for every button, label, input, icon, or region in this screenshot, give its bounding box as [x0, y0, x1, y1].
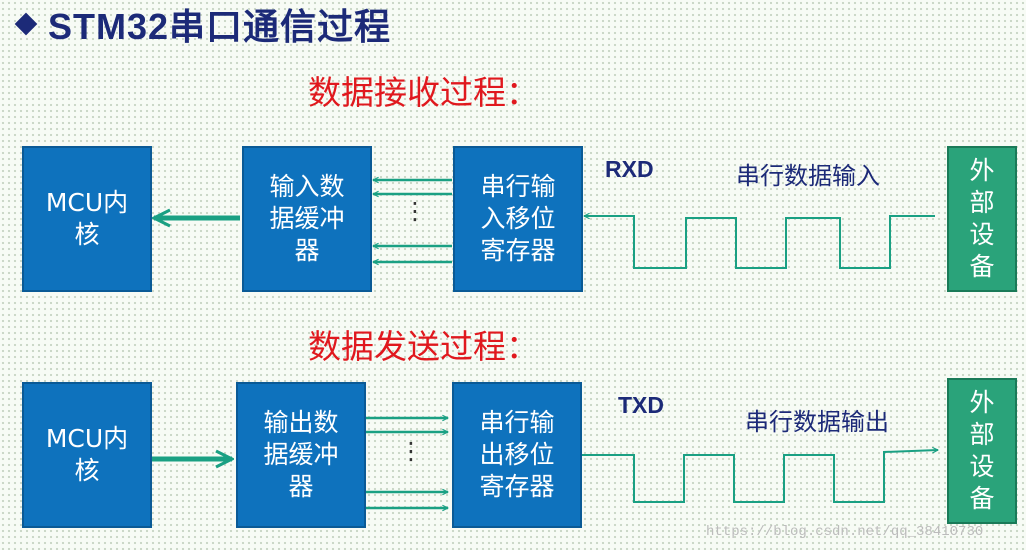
receive-parallel-ellipsis: ⋮ [403, 197, 427, 225]
receive-shift-register-label: 串行输入移位寄存器 [480, 172, 556, 265]
transmit-shift-register-label: 串行输出移位寄存器 [479, 408, 555, 501]
watermark-url: https://blog.csdn.net/qq_38410730 [706, 524, 984, 540]
transmit-parallel-ellipsis: ⋮ [399, 437, 423, 465]
rxd-pin-label: RXD [605, 156, 654, 182]
transmit-mcu-core-label: MCU内核 [45, 424, 129, 485]
transmit-output-buffer-label: 输出数据缓冲器 [263, 408, 339, 501]
txd-serial-waveform [582, 450, 938, 503]
rxd-signal-label: 串行数据输入 [736, 162, 880, 190]
txd-signal-label: 串行数据输出 [745, 408, 889, 436]
receive-mcu-core-label: MCU内核 [45, 188, 129, 249]
receive-external-device-label: 外部设备 [969, 156, 995, 281]
receive-heading: 数据接收过程： [308, 73, 539, 112]
transmit-mcu-core-box: MCU内核 [22, 382, 152, 528]
receive-input-buffer-box: 输入数据缓冲器 [242, 146, 372, 292]
receive-input-buffer-label: 输入数据缓冲器 [269, 172, 345, 265]
page-title: STM32串口通信过程 [12, 2, 391, 47]
transmit-external-device-box: 外部设备 [947, 378, 1017, 524]
page-title-text: STM32串口通信过程 [48, 6, 392, 47]
transmit-output-buffer-box: 输出数据缓冲器 [236, 382, 366, 528]
transmit-shift-register-box: 串行输出移位寄存器 [452, 382, 582, 528]
receive-mcu-core-box: MCU内核 [22, 146, 152, 292]
txd-pin-label: TXD [618, 392, 664, 418]
receive-shift-register-box: 串行输入移位寄存器 [453, 146, 583, 292]
receive-external-device-box: 外部设备 [947, 146, 1017, 292]
transmit-external-device-label: 外部设备 [969, 388, 995, 513]
rxd-serial-waveform [584, 216, 935, 269]
transmit-heading: 数据发送过程： [308, 327, 539, 366]
